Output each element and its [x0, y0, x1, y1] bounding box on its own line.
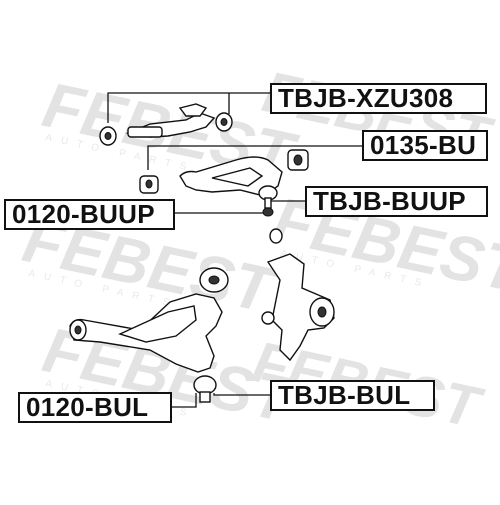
knuckle-tie-rod-boss [261, 311, 275, 325]
bushing-left-hole [104, 132, 112, 140]
lower-control-arm-web [118, 305, 197, 343]
upper-control-arm-web [211, 167, 264, 187]
label-tbjb-xzu308: TBJB-XZU308 [270, 83, 487, 114]
lower-arm-bushing-front-hole [74, 325, 82, 335]
upper-arm-assembly [99, 103, 233, 146]
bushing-0135-right-hole [293, 154, 303, 166]
label-tbjb-bul: TBJB-BUL [270, 380, 435, 411]
knuckle-spindle-hub [317, 306, 327, 318]
upper-arm-mount [178, 103, 208, 117]
label-0135-bu: 0135-BU [362, 130, 488, 161]
upper-control-arm [179, 156, 283, 244]
lower-ball-joint-stud [199, 391, 211, 403]
upper-ball-joint-stud [264, 197, 272, 209]
knuckle-body [266, 253, 335, 362]
leader-0120bul [172, 393, 197, 408]
upper-ball-joint-boot [269, 228, 283, 244]
bushing-right-hole [220, 118, 228, 126]
leader-0135-left [147, 145, 298, 170]
leader-tbjbbul [213, 393, 270, 396]
lower-control-arm [69, 267, 229, 403]
label-tbjb-buup: TBJB-BUUP [305, 186, 488, 217]
label-0120-bul: 0120-BUL [18, 392, 172, 423]
label-0120-buup: 0120-BUUP [4, 199, 175, 230]
lower-arm-bushing-rear-hole [208, 275, 220, 285]
upper-ball-joint-nut [262, 207, 274, 217]
bushing-0135-left-hole [145, 179, 153, 189]
leader-0120buup [175, 205, 271, 214]
leader-xzu308-left [107, 92, 270, 123]
upper-arm-shaft [127, 126, 163, 138]
lower-ball-joint-housing [193, 375, 217, 395]
steering-knuckle [261, 253, 335, 362]
bushing-0135-group [139, 149, 309, 194]
